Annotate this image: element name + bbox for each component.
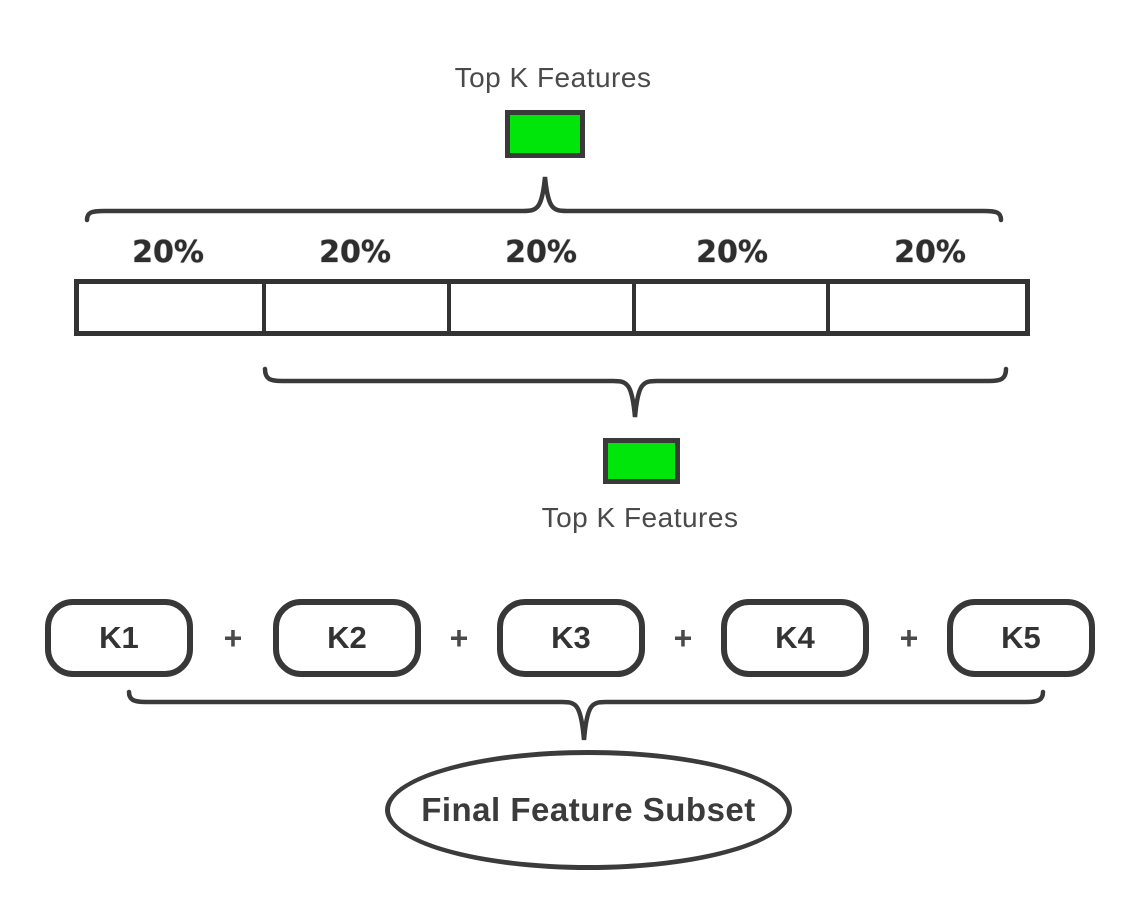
feature-bar-segment-2 (265, 284, 451, 331)
top-k-features-label-bottom: Top K Features (541, 502, 739, 533)
plus-separator: + (899, 620, 919, 656)
k-subset-box-k4: K4 (721, 599, 869, 677)
feature-bar (74, 279, 1030, 336)
plus-separator: + (223, 620, 243, 656)
segment-percent-label: 20% (319, 235, 391, 270)
feature-bar-segment-3 (450, 284, 636, 331)
plus-separator: + (449, 620, 469, 656)
segment-percent-label: 20% (132, 235, 204, 270)
brace-bottom-of-bar (262, 366, 1009, 418)
k-subset-box-k3: K3 (497, 599, 645, 677)
k-subset-box-k1: K1 (45, 599, 193, 677)
plus-separator: + (673, 620, 693, 656)
feature-bar-segment-4 (635, 284, 831, 331)
k-subset-box-k5: K5 (947, 599, 1095, 677)
k-subset-box-k2: K2 (273, 599, 421, 677)
top-k-swatch-top (505, 110, 585, 158)
top-k-features-label-top: Top K Features (454, 62, 652, 93)
brace-full-bar (84, 176, 1004, 223)
top-k-swatch-bottom (603, 438, 680, 484)
final-feature-subset-node: Final Feature Subset (385, 750, 792, 870)
segment-percent-label: 20% (505, 235, 577, 270)
feature-bar-segment-1 (79, 284, 266, 331)
segment-percent-label: 20% (696, 235, 768, 270)
brace-k-row (126, 689, 1046, 741)
segment-percent-label: 20% (894, 235, 966, 270)
feature-bar-segment-5 (830, 284, 1025, 331)
